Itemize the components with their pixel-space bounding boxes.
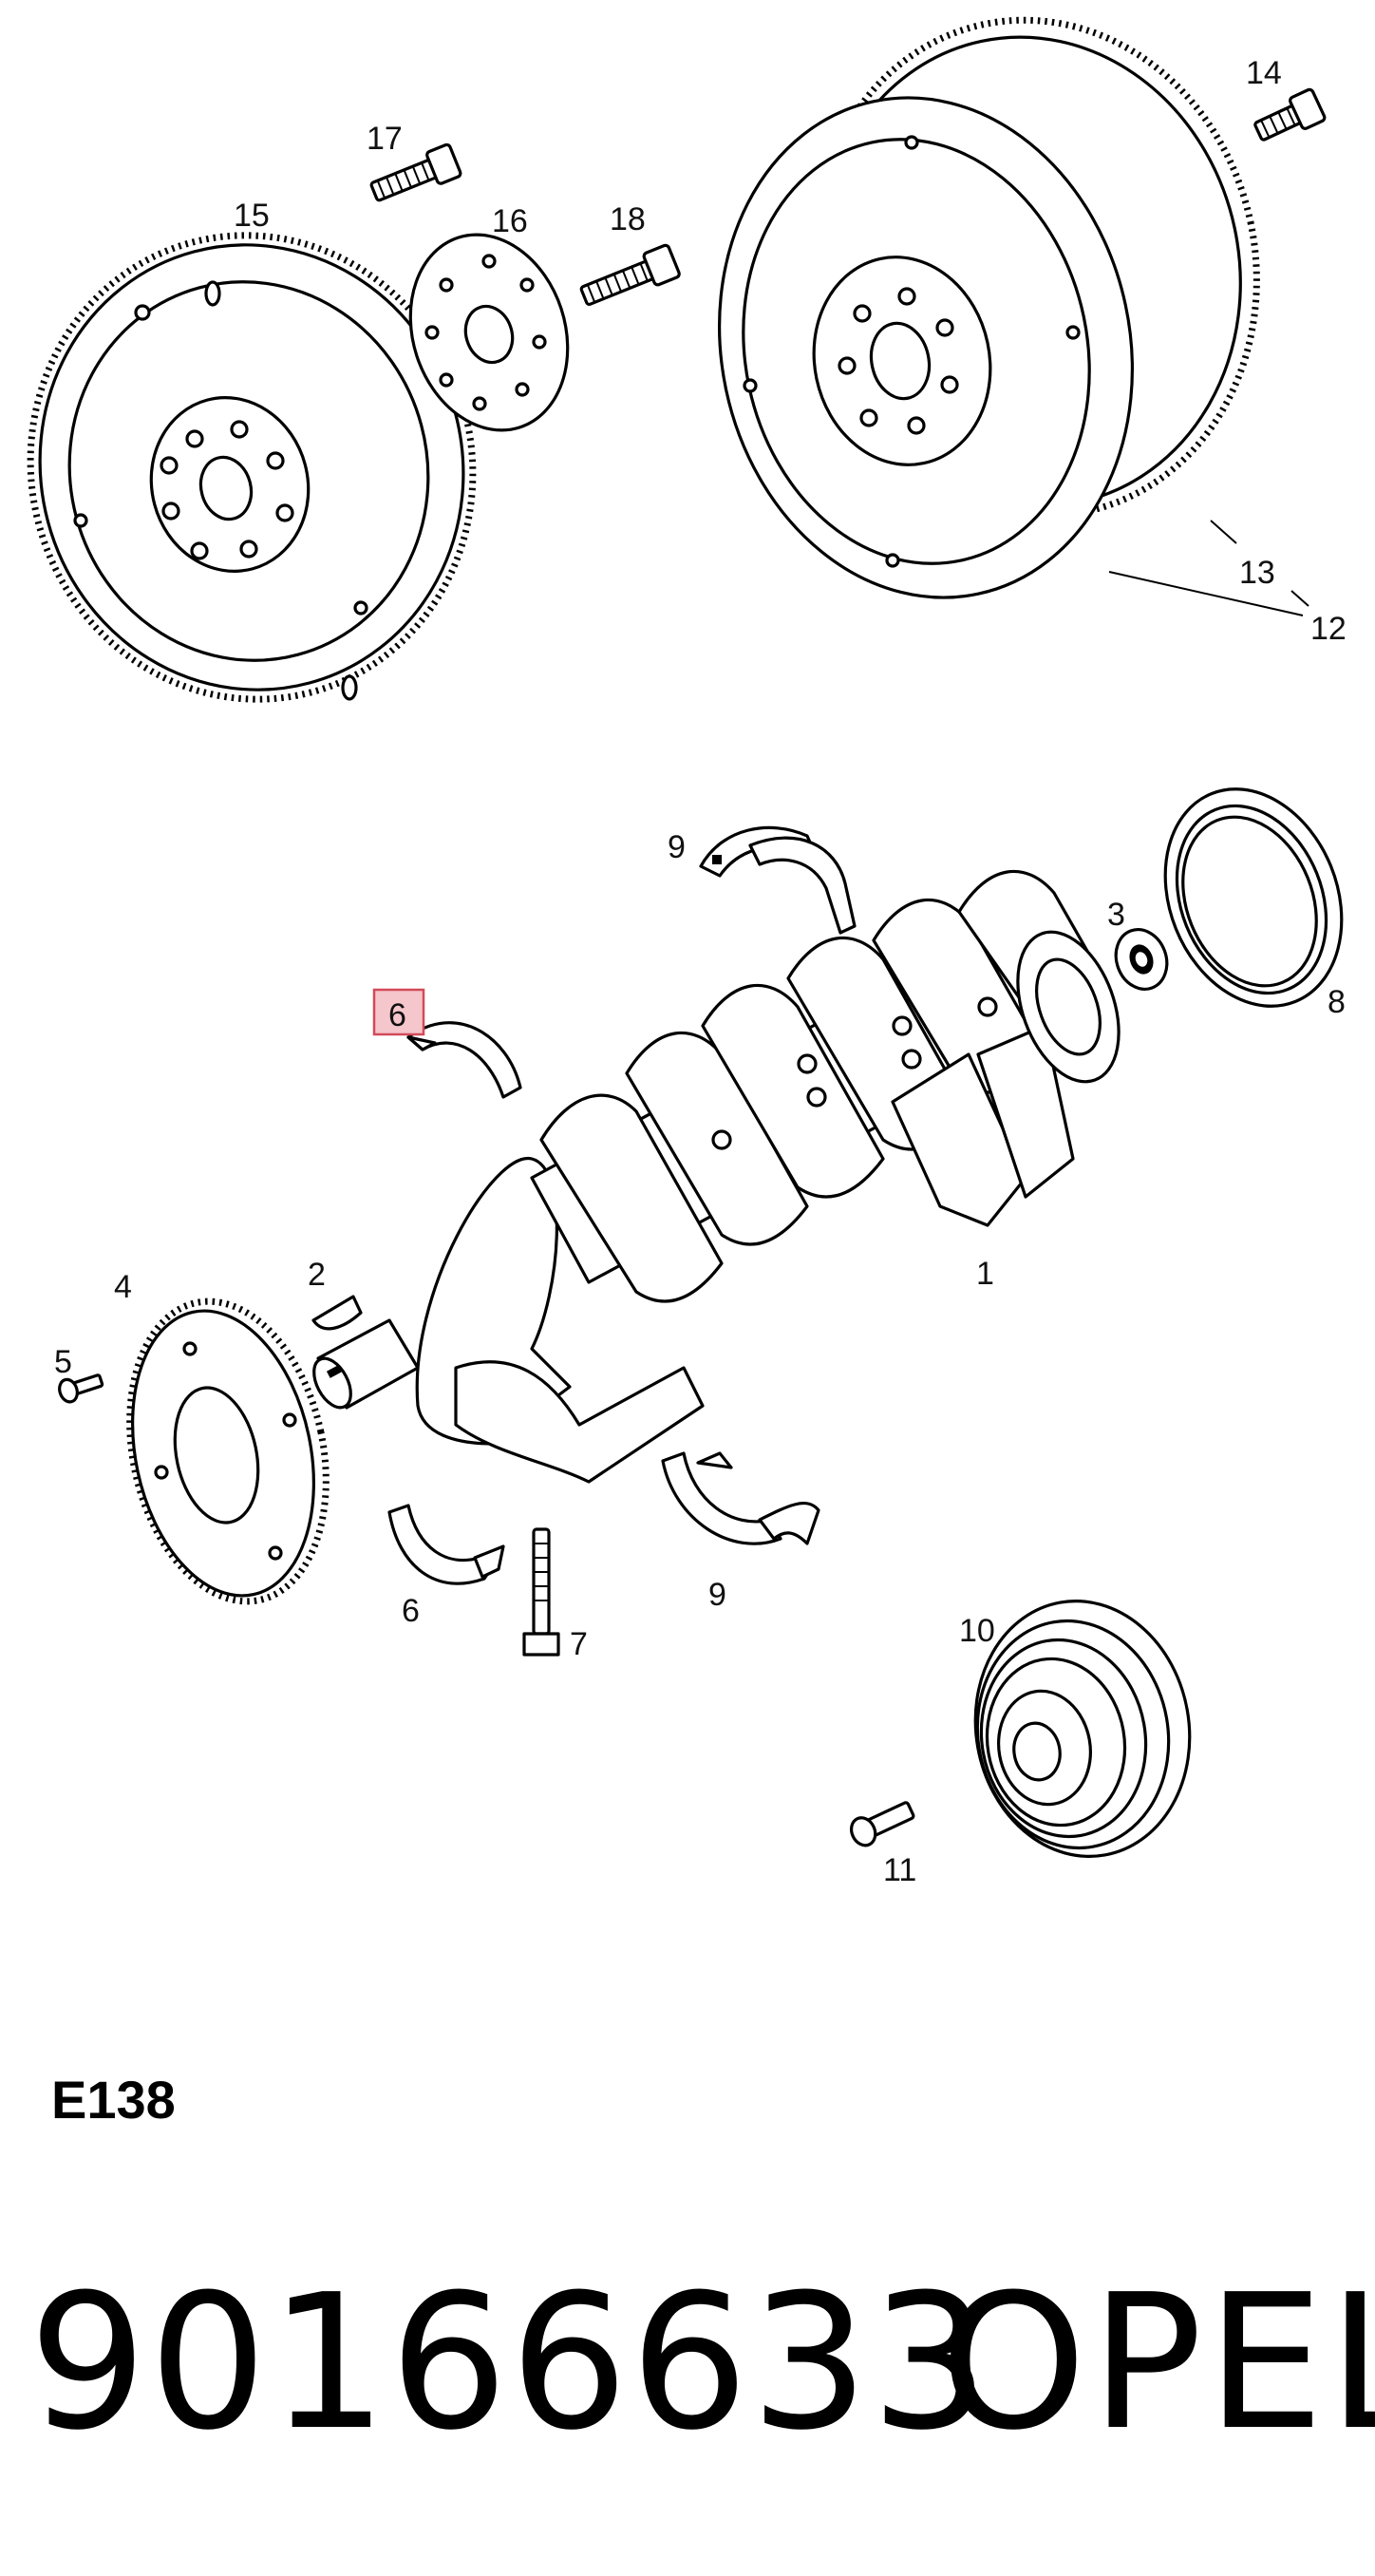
part-bolt-14 (1253, 87, 1327, 142)
callout-labels: 17 15 16 18 14 13 12 9 3 8 6 2 4 1 5 6 9… (54, 55, 1347, 1888)
part-main-bearing-bottom (661, 1451, 820, 1545)
callout-12[interactable]: 12 (1310, 611, 1347, 647)
callout-7[interactable]: 7 (570, 1626, 588, 1662)
part-spacer-plate (408, 233, 570, 432)
callout-17[interactable]: 17 (367, 121, 403, 157)
part-main-bearing-top (699, 825, 857, 935)
callout-15[interactable]: 15 (234, 198, 270, 234)
callout-16[interactable]: 16 (492, 203, 528, 239)
part-thrust-shell-top (406, 1021, 522, 1099)
callout-1[interactable]: 1 (976, 1256, 994, 1292)
part-bolt-17 (369, 142, 462, 202)
brand-name: OPEL (940, 2255, 1375, 2472)
callout-9-top[interactable]: 9 (668, 829, 686, 865)
callout-4[interactable]: 4 (114, 1269, 132, 1305)
leader-13 (1210, 520, 1237, 544)
callout-11[interactable]: 11 (883, 1852, 916, 1888)
part-bolt-18 (579, 243, 681, 307)
callout-14[interactable]: 14 (1246, 55, 1282, 91)
callout-8[interactable]: 8 (1328, 984, 1346, 1020)
part-pilot-bearing (1114, 928, 1169, 991)
leader-12 (1108, 571, 1304, 616)
callout-9-bottom[interactable]: 9 (708, 1577, 726, 1613)
callout-5[interactable]: 5 (54, 1344, 72, 1380)
part-rear-seal (1163, 787, 1344, 1008)
callout-6-top[interactable]: 6 (388, 997, 406, 1033)
part-crank-pulley (973, 1600, 1192, 1858)
part-thrust-shell-bottom (387, 1504, 505, 1585)
part-crankshaft (312, 869, 1121, 1484)
callout-3[interactable]: 3 (1107, 897, 1125, 933)
callout-10[interactable]: 10 (959, 1613, 995, 1649)
part-pulse-ring (126, 1297, 330, 1605)
callout-2[interactable]: 2 (308, 1257, 326, 1293)
part-bolt-7 (522, 1527, 560, 1657)
diagram-code: E138 (51, 2070, 176, 2130)
part-number: 90166633 (28, 2255, 991, 2472)
callout-18[interactable]: 18 (610, 201, 646, 237)
part-flexplate-and-ring (718, 16, 1260, 599)
leader-13b (1290, 590, 1309, 607)
part-screw-5 (58, 1373, 104, 1404)
callout-6-bottom[interactable]: 6 (402, 1593, 420, 1629)
callout-6-highlight-box (372, 988, 425, 1036)
part-bolt-11 (849, 1801, 915, 1847)
callout-13[interactable]: 13 (1239, 555, 1275, 591)
exploded-parts-diagram: 17 15 16 18 14 13 12 9 3 8 6 2 4 1 5 6 9… (27, 16, 1347, 1888)
part-woodruff-key (311, 1295, 363, 1331)
